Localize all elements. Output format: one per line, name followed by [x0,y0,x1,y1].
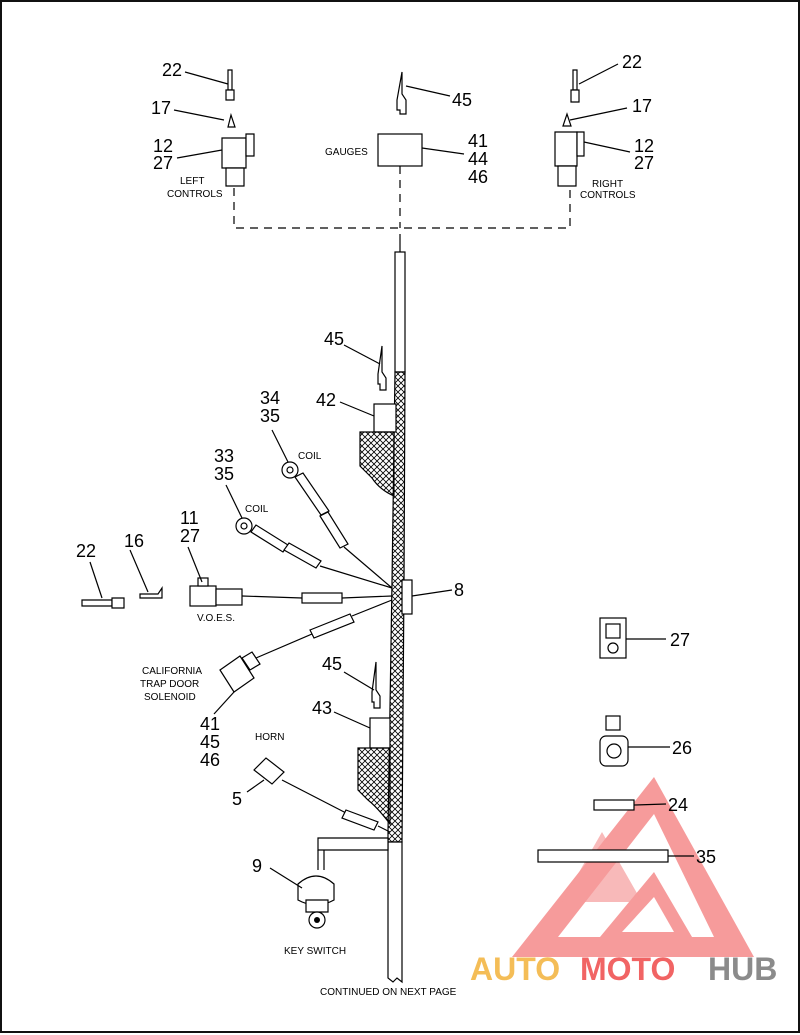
callout-35-upper: 35 [260,406,280,426]
callout-45-top: 45 [452,90,472,110]
callout-16: 16 [124,531,144,551]
coil-wire-lower [225,484,393,589]
callout-24-side: 24 [668,795,688,815]
callout-44-top: 44 [468,149,488,169]
part-24-tube [593,799,667,811]
callout-33: 33 [214,446,234,466]
callout-8: 8 [454,580,464,600]
watermark-logo [512,777,754,957]
label-right-controls-1: RIGHT [592,179,623,190]
callout-34: 34 [260,388,280,408]
california-trap-door-solenoid [213,599,393,715]
callout-27-top-left: 27 [153,153,173,173]
callout-17-top-left: 17 [151,98,171,118]
label-key-switch: KEY SWITCH [284,946,346,957]
callout-46-top: 46 [468,167,488,187]
label-coil-upper: COIL [298,451,322,462]
part-26-connector [599,715,670,767]
label-gauges: GAUGES [325,147,368,158]
label-voes: V.O.E.S. [197,613,235,624]
label-california-1: CALIFORNIA [142,666,202,677]
callout-27-top-right: 27 [634,153,654,173]
main-harness-trunk [387,234,406,984]
part-27-connector [599,617,666,659]
callout-41-top: 41 [468,131,488,151]
label-right-controls-2: CONTROLS [580,190,636,201]
label-coil-lower: COIL [245,504,269,515]
left-controls-assembly [173,69,255,187]
callout-22-left: 22 [76,541,96,561]
callout-26-side: 26 [672,738,692,758]
callout-45-lower: 45 [322,654,342,674]
label-continued-next-page: CONTINUED ON NEXT PAGE [320,987,457,998]
part-35-tube [537,849,694,863]
horn-connector [246,757,391,833]
callout-45-solenoid: 45 [200,732,220,752]
callout-46: 46 [200,750,220,770]
label-left-controls-1: LEFT [180,176,204,187]
callout-11: 11 [180,508,199,528]
coil-wire-upper [271,429,393,589]
label-california-3: SOLENOID [144,692,196,703]
callout-9: 9 [252,856,262,876]
watermark-text: AUTO MOTO HUB [470,951,777,987]
watermark-hub: HUB [708,951,777,987]
callout-12-top-right: 12 [634,136,654,156]
label-left-controls-2: CONTROLS [167,189,223,200]
callout-27-voes: 27 [180,526,200,546]
terminal-45-upper [343,344,387,391]
callout-41: 41 [200,714,220,734]
callout-35-lower: 35 [214,464,234,484]
callout-45-upper: 45 [324,329,344,349]
callout-12-top-left: 12 [153,136,173,156]
key-switch [269,837,389,929]
callout-22-top-left: 22 [162,60,182,80]
watermark-auto: AUTO [470,951,560,987]
clip-8 [401,579,453,615]
callout-43: 43 [312,698,332,718]
terminal-45-lower [343,661,381,709]
right-controls-assembly [554,63,631,187]
callout-22-top-right: 22 [622,52,642,72]
gauges-assembly [377,71,465,228]
voes-connector [187,546,393,607]
dashed-connection-lines [233,188,571,229]
callout-5: 5 [232,789,242,809]
connector-42 [339,401,397,497]
connector-43 [333,711,391,826]
callout-42: 42 [316,390,336,410]
callout-17-top-right: 17 [632,96,652,116]
watermark-moto: MOTO [580,951,675,987]
callout-27-side: 27 [670,630,690,650]
label-california-2: TRAP DOOR [140,679,199,690]
callout-35-side: 35 [696,847,716,867]
label-horn: HORN [255,732,284,743]
terminals-22-16-left [81,549,163,609]
